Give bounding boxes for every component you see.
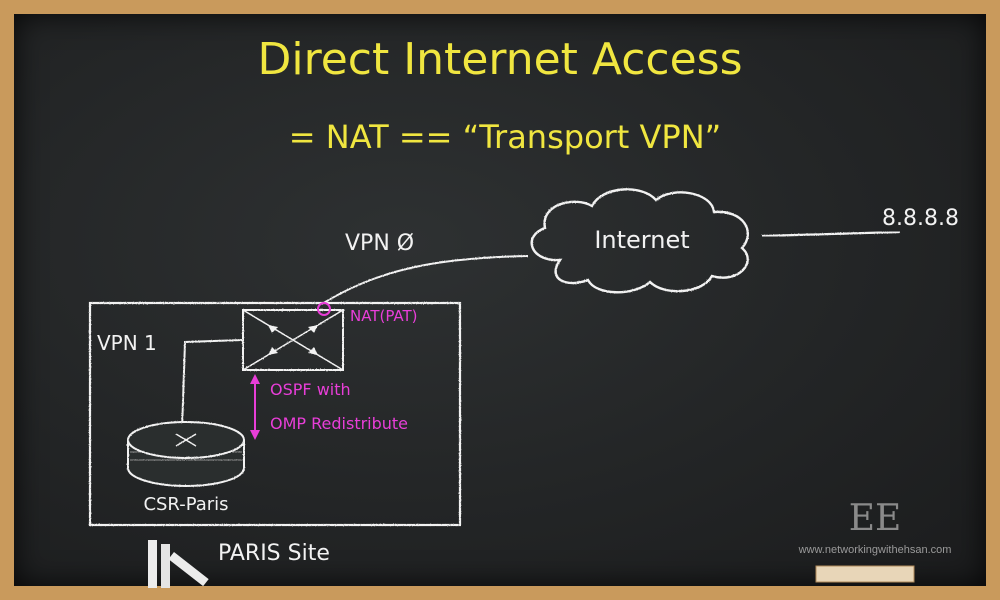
- chalk-sticks-icon: [148, 540, 209, 588]
- diagram-title: Direct Internet Access: [257, 34, 742, 85]
- csr-router-label: CSR-Paris: [143, 494, 228, 515]
- internet-cloud: [530, 188, 749, 294]
- ospf-label-line1: OSPF with: [270, 380, 351, 399]
- svg-text:EE: EE: [849, 498, 902, 539]
- ospf-arrow-icon: [250, 374, 260, 440]
- ospf-label-line2: OMP Redistribute: [270, 414, 408, 433]
- lan-link: [181, 339, 244, 431]
- vpn0-transport-link: [321, 255, 529, 305]
- site-boundary: [88, 301, 462, 527]
- csr-router-icon: [127, 421, 245, 487]
- eraser-icon: [815, 565, 915, 583]
- vedge-router: [242, 309, 344, 371]
- nat-label: NAT(PAT): [350, 307, 418, 325]
- internet-to-dns-link: [761, 230, 901, 238]
- vpn1-label: VPN 1: [97, 331, 157, 355]
- watermark-url: www.networkingwithehsan.com: [798, 544, 952, 556]
- internet-label: Internet: [594, 226, 689, 254]
- nat-interface-icon: [317, 302, 331, 316]
- logo-icon: EE: [849, 498, 902, 539]
- dns-ip-label: 8.8.8.8: [882, 206, 959, 231]
- vpn0-label: VPN Ø: [345, 231, 414, 256]
- site-label: PARIS Site: [218, 541, 330, 566]
- diagram-subtitle: = NAT == “Transport VPN”: [289, 118, 721, 156]
